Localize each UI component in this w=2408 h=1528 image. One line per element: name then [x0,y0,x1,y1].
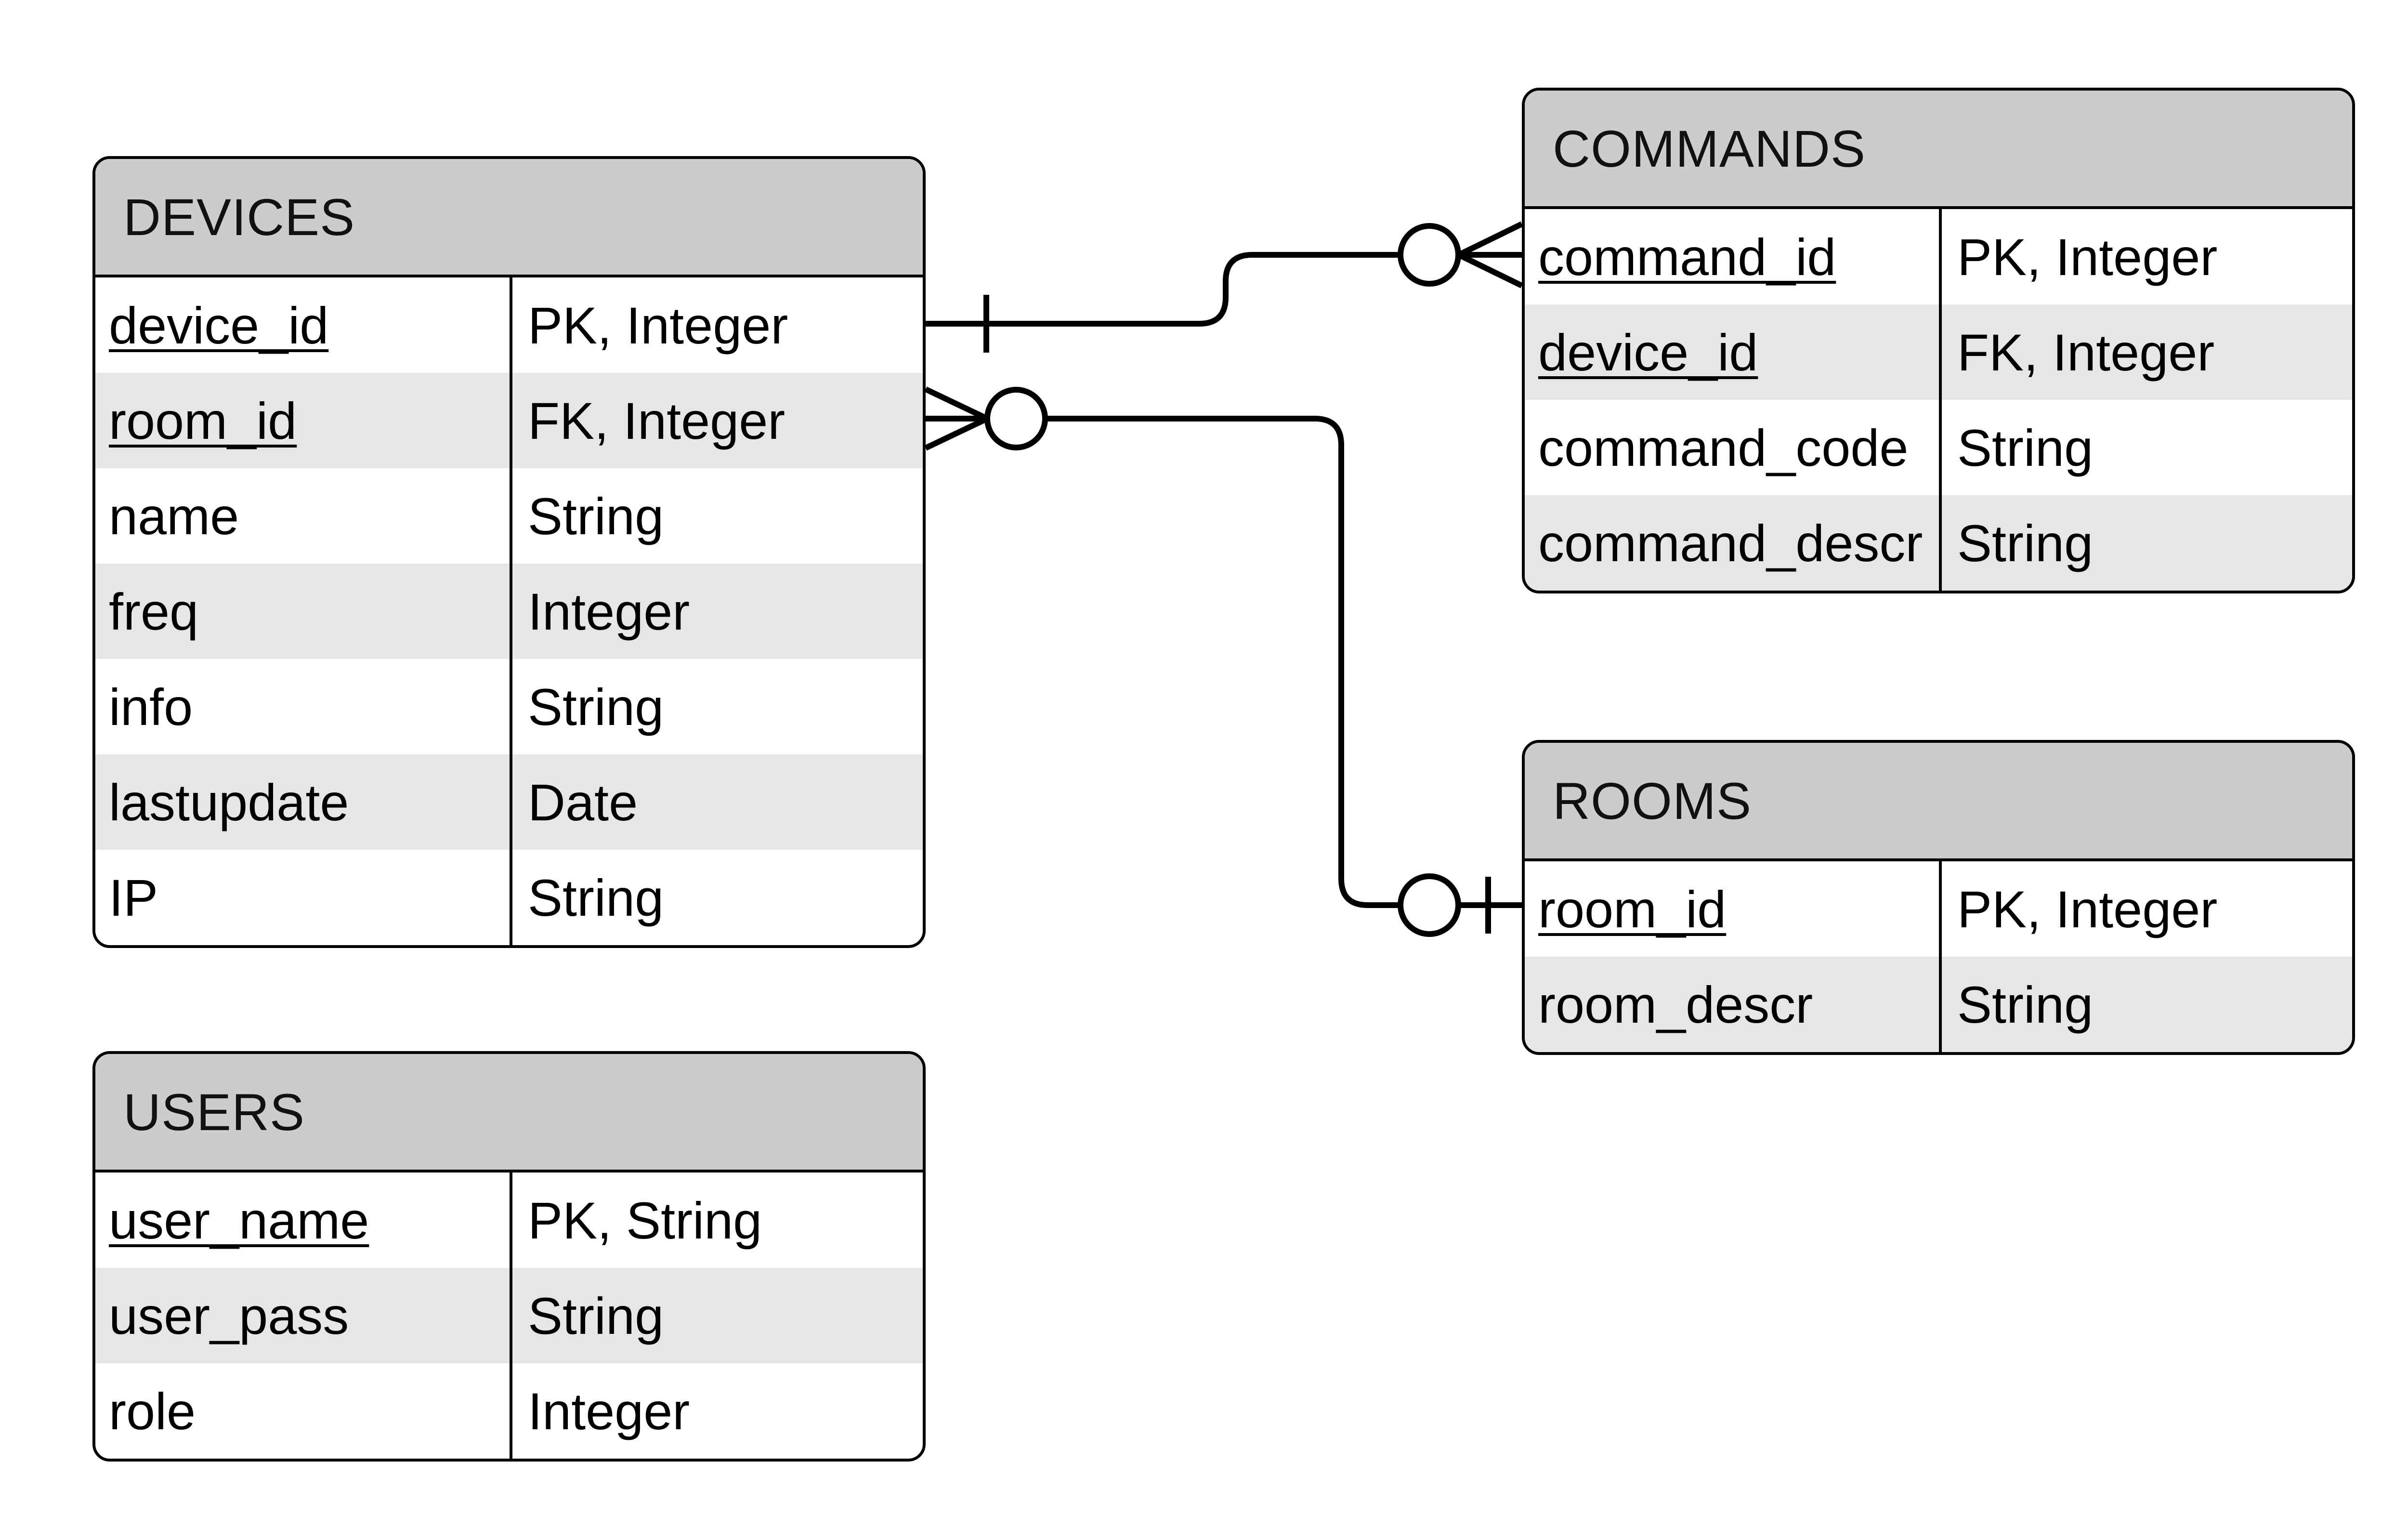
crows-foot-mark [924,386,989,422]
entity-devices[interactable]: DEVICES device_id PK, Integer room_id FK… [92,156,926,948]
attribute-name: command_id [1538,227,1836,286]
entity-title: COMMANDS [1525,91,2352,209]
devices-commands-relationship [926,221,1523,353]
attribute-type: String [528,1286,664,1345]
attribute-type: PK, Integer [528,296,788,355]
attribute-row: role Integer [95,1363,923,1459]
attribute-name: role [109,1382,196,1440]
attribute-name: room_descr [1538,975,1813,1034]
attribute-type: String [1957,418,2094,477]
attribute-row: command_descr String [1525,495,2352,591]
zero-circle-mark [984,387,1048,450]
attribute-name: info [109,677,193,736]
attribute-row: user_pass String [95,1268,923,1363]
entity-title: DEVICES [95,159,923,277]
attribute-name: freq [109,582,199,641]
attribute-row: command_code String [1525,400,2352,495]
attribute-row: room_id PK, Integer [1525,861,2352,957]
entity-title: ROOMS [1525,743,2352,861]
attribute-name: device_id [109,296,329,355]
attribute-name: user_name [109,1191,369,1250]
attribute-row: room_id FK, Integer [95,373,923,468]
attribute-type: String [528,868,664,927]
attribute-row: name String [95,468,923,564]
attribute-name: room_id [1538,880,1727,938]
attribute-type: PK, String [528,1191,762,1250]
attribute-name: room_id [109,391,297,450]
attribute-type: String [528,677,664,736]
attribute-row: device_id PK, Integer [95,277,923,373]
attribute-type: PK, Integer [1957,227,2218,286]
attribute-row: lastupdate Date [95,754,923,850]
attribute-name: device_id [1538,323,1758,382]
attribute-type: FK, Integer [528,391,785,450]
attribute-type: String [1957,514,2094,572]
attribute-row: info String [95,659,923,754]
attribute-name: lastupdate [109,773,349,831]
entity-users[interactable]: USERS user_name PK, String user_pass Str… [92,1051,926,1462]
attribute-type: FK, Integer [1957,323,2215,382]
zero-circle-mark [1398,223,1461,287]
attribute-name: command_descr [1538,514,1923,572]
attribute-name: command_code [1538,418,1909,477]
column-divider [1939,861,1942,1052]
column-divider [510,277,512,945]
attribute-type: PK, Integer [1957,880,2218,938]
attribute-row: command_id PK, Integer [1525,209,2352,304]
attribute-row: freq Integer [95,564,923,659]
devices-rooms-relationship [924,386,1522,937]
zero-circle-mark [1398,873,1461,937]
column-divider [1939,209,1942,591]
attribute-type: String [528,487,664,545]
attribute-name: user_pass [109,1286,349,1345]
attribute-row: device_id FK, Integer [1525,304,2352,400]
attribute-row: IP String [95,850,923,945]
entity-title: USERS [95,1054,923,1172]
attribute-name: name [109,487,239,545]
crows-foot-mark [1457,221,1523,258]
attribute-type: Date [528,773,638,831]
attribute-type: Integer [528,582,690,641]
attribute-row: room_descr String [1525,957,2352,1052]
attribute-name: IP [109,868,158,927]
entity-commands[interactable]: COMMANDS command_id PK, Integer device_i… [1522,88,2355,593]
column-divider [510,1172,512,1459]
attribute-type: String [1957,975,2094,1034]
entity-rooms[interactable]: ROOMS room_id PK, Integer room_descr Str… [1522,740,2355,1055]
attribute-row: user_name PK, String [95,1172,923,1268]
attribute-type: Integer [528,1382,690,1440]
